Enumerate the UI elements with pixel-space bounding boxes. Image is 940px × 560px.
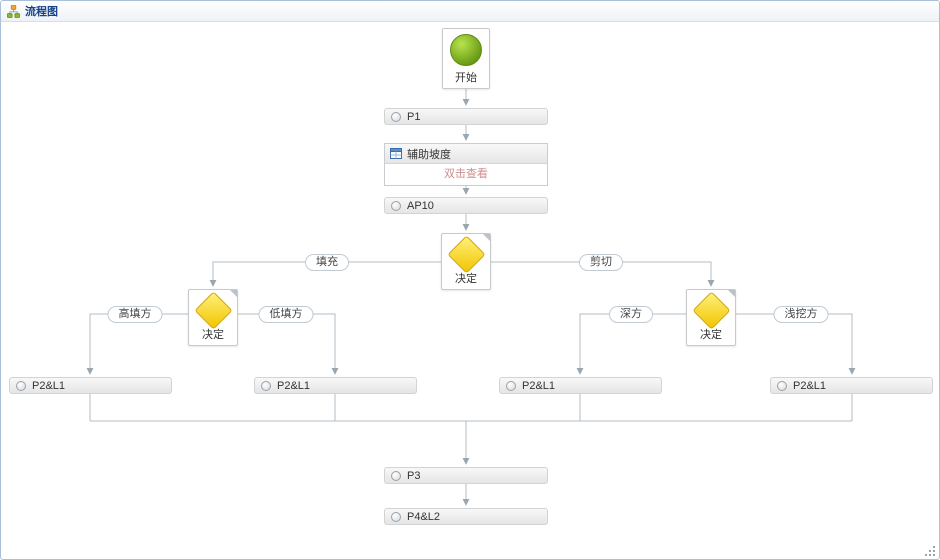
decision-label: 决定 xyxy=(455,273,477,285)
start-label: 开始 xyxy=(455,72,477,84)
task-node-p2l1-c[interactable]: P2&L1 xyxy=(499,377,662,394)
decision-node-main[interactable]: 决定 xyxy=(441,233,491,290)
decision-label: 决定 xyxy=(700,329,722,341)
decision-label: 决定 xyxy=(202,329,224,341)
aux-panel-title: 辅助坡度 xyxy=(407,148,451,161)
task-state-icon xyxy=(391,511,401,522)
resize-grip-icon xyxy=(925,546,935,556)
table-icon xyxy=(390,148,402,159)
task-node-p1[interactable]: P1 xyxy=(384,108,548,125)
edge-label-low-fill[interactable]: 低填方 xyxy=(258,306,314,323)
task-label: AP10 xyxy=(407,199,434,212)
task-state-icon xyxy=(391,200,401,211)
task-label: P3 xyxy=(407,469,421,482)
task-state-icon xyxy=(261,380,271,391)
corner-fold-icon xyxy=(728,290,735,297)
decision-node-left[interactable]: 决定 xyxy=(188,289,238,346)
corner-fold-icon xyxy=(483,234,490,241)
task-label: P1 xyxy=(407,110,421,123)
decision-diamond-icon xyxy=(194,291,233,330)
panel-title: 流程图 xyxy=(25,6,58,18)
flowchart-icon xyxy=(7,4,20,18)
corner-fold-icon xyxy=(230,290,237,297)
task-label: P2&L1 xyxy=(277,379,311,392)
edge-left-decision-high xyxy=(86,313,188,375)
task-label: P2&L1 xyxy=(522,379,556,392)
edge-right-decision-deep xyxy=(576,313,686,375)
aux-panel-hint[interactable]: 双击查看 xyxy=(444,168,488,180)
task-state-icon xyxy=(391,111,401,122)
aux-panel-header: 辅助坡度 xyxy=(385,144,547,164)
edge-label-high-fill[interactable]: 高填方 xyxy=(107,306,163,323)
task-node-p2l1-b[interactable]: P2&L1 xyxy=(254,377,417,394)
task-node-p3[interactable]: P3 xyxy=(384,467,548,484)
task-label: P2&L1 xyxy=(32,379,66,392)
edge-left-decision-low xyxy=(238,313,339,375)
task-node-p2l1-d[interactable]: P2&L1 xyxy=(770,377,933,394)
task-state-icon xyxy=(391,470,401,481)
task-label: P4&L2 xyxy=(407,510,441,523)
aux-slope-panel[interactable]: 辅助坡度 双击查看 xyxy=(384,143,548,186)
decision-diamond-icon xyxy=(692,291,731,330)
task-label: P2&L1 xyxy=(793,379,827,392)
edge-right-decision-shallow xyxy=(736,313,856,375)
edge-label-cut[interactable]: 剪切 xyxy=(579,254,623,271)
edge-label-shallow-cut[interactable]: 浅挖方 xyxy=(773,306,829,323)
task-node-p4l2[interactable]: P4&L2 xyxy=(384,508,548,525)
decision-node-right[interactable]: 决定 xyxy=(686,289,736,346)
aux-panel-body: 双击查看 xyxy=(385,164,547,185)
edge-label-deep-cut[interactable]: 深方 xyxy=(609,306,653,323)
task-state-icon xyxy=(16,380,26,391)
edge-label-fill[interactable]: 填充 xyxy=(305,254,349,271)
resize-grip[interactable] xyxy=(924,544,936,556)
task-node-p2l1-a[interactable]: P2&L1 xyxy=(9,377,172,394)
start-icon xyxy=(450,34,482,66)
task-state-icon xyxy=(777,380,787,391)
task-state-icon xyxy=(506,380,516,391)
decision-diamond-icon xyxy=(447,235,486,274)
panel-header: 流程图 xyxy=(1,1,939,22)
task-node-ap10[interactable]: AP10 xyxy=(384,197,548,214)
start-node[interactable]: 开始 xyxy=(442,28,490,89)
